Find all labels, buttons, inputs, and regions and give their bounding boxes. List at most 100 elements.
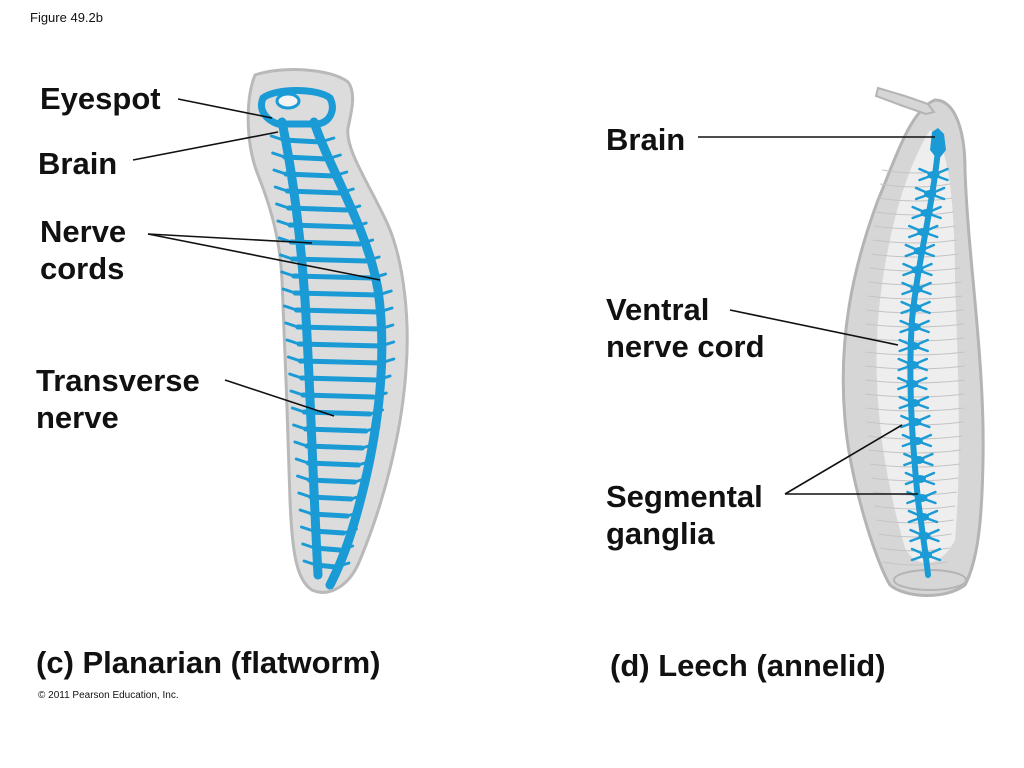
peripheral-branch: [279, 253, 295, 261]
leader-transverse-nerve: [224, 379, 335, 417]
transverse-nerve: [284, 188, 343, 196]
peripheral-branch: [285, 338, 301, 346]
peripheral-branch: [298, 508, 314, 516]
ganglion-branch: [904, 471, 936, 486]
caption-planarian: (c) Planarian (flatworm): [36, 645, 381, 680]
peripheral-branch: [282, 304, 298, 312]
peripheral-branch: [272, 168, 288, 176]
peripheral-branch: [297, 491, 313, 499]
ganglion-branch: [910, 547, 942, 562]
leader-nerve-cords-1: [147, 233, 313, 244]
ganglion-branch: [918, 167, 949, 182]
transverse-nerve: [286, 205, 350, 213]
body-segment-ring: [876, 519, 954, 524]
ganglion-branch: [907, 224, 939, 239]
transverse-nerve: [291, 273, 376, 281]
transverse-nerve: [287, 222, 356, 230]
peripheral-branch: [371, 272, 388, 280]
planarian-brain: [258, 87, 336, 128]
transverse-nerve: [293, 307, 382, 315]
peripheral-branch: [293, 440, 309, 448]
transverse-nerve: [292, 290, 381, 298]
ganglion-branch: [901, 433, 933, 448]
planarian-eyespot-mark: [275, 92, 301, 110]
peripheral-branch: [289, 389, 305, 397]
peripheral-branch: [273, 185, 289, 193]
transverse-nerve: [312, 545, 343, 553]
peripheral-branch: [379, 340, 396, 348]
peripheral-branch: [345, 204, 362, 212]
peripheral-branch: [302, 559, 318, 567]
body-segment-ring: [864, 365, 966, 370]
ganglion-branch: [901, 281, 932, 296]
body-segment-ring: [874, 505, 956, 510]
body-segment-ring: [882, 561, 948, 566]
transverse-nerve: [299, 375, 380, 383]
ganglion-branch: [900, 414, 931, 429]
leader-ventral-nerve-cord: [729, 309, 899, 346]
peripheral-branch: [376, 289, 393, 297]
leech-ventral-nerve-cord: [907, 147, 941, 578]
label-eyespot: Eyespot: [40, 81, 161, 116]
peripheral-branch: [271, 151, 287, 159]
transverse-nerve: [280, 137, 324, 145]
peripheral-branch: [294, 457, 310, 465]
transverse-nerve: [304, 443, 365, 451]
transverse-nerve: [290, 256, 369, 264]
ganglion-branch: [904, 243, 936, 258]
body-segment-ring: [879, 183, 951, 188]
leader-eyespot: [177, 98, 273, 119]
copyright-notice: © 2011 Pearson Education, Inc.: [38, 690, 179, 701]
peripheral-branch: [371, 391, 388, 399]
peripheral-branch: [351, 221, 368, 229]
leader-brain-c: [132, 131, 279, 161]
transverse-nerve: [303, 426, 369, 434]
body-segment-ring: [865, 393, 965, 398]
peripheral-branch: [292, 423, 308, 431]
peripheral-branch: [377, 306, 394, 314]
label-brain-leech: Brain: [606, 122, 686, 157]
peripheral-branch: [341, 527, 358, 535]
peripheral-branch: [353, 476, 370, 484]
planarian-transverse-nerves: [280, 137, 384, 570]
figure-id: Figure 49.2b: [30, 10, 103, 25]
peripheral-branch: [338, 187, 355, 195]
body-segment-ring: [878, 533, 952, 538]
body-segment-ring: [865, 407, 965, 412]
transverse-nerve: [307, 477, 358, 485]
peripheral-branch: [296, 474, 312, 482]
peripheral-branch: [358, 238, 375, 246]
transverse-nerve: [313, 562, 339, 570]
ganglion-branch: [903, 452, 934, 467]
peripheral-branch: [332, 170, 349, 178]
peripheral-branch: [301, 542, 317, 550]
leech-segmental-ganglia: [897, 167, 949, 562]
leech-proboscis: [874, 86, 936, 116]
transverse-nerve: [297, 358, 384, 366]
ganglion-branch: [900, 300, 931, 315]
ganglion-branch: [911, 205, 942, 220]
planarian-illustration: [246, 68, 409, 594]
peripheral-branch: [338, 544, 355, 552]
peripheral-branch: [281, 287, 297, 295]
peripheral-branch: [299, 525, 315, 533]
peripheral-branch: [378, 323, 395, 331]
label-ventral-nerve-cord: Ventral nerve cord: [606, 292, 765, 364]
peripheral-branch: [368, 408, 385, 416]
peripheral-branch: [375, 374, 392, 382]
body-segment-ring: [876, 211, 954, 216]
ganglion-branch: [898, 338, 929, 353]
transverse-nerve: [301, 409, 373, 417]
ganglion-branch: [898, 395, 930, 410]
body-segment-ring: [865, 337, 965, 342]
peripheral-branch: [325, 153, 342, 161]
label-nerve-cords: Nerve cords: [40, 214, 127, 286]
ganglion-branch: [899, 319, 930, 334]
peripheral-branch: [284, 321, 300, 329]
peripheral-branch: [275, 202, 291, 210]
peripheral-branch: [288, 372, 304, 380]
ganglion-branch: [909, 528, 940, 543]
caption-leech: (d) Leech (annelid): [610, 648, 886, 683]
transverse-nerve: [305, 460, 361, 468]
